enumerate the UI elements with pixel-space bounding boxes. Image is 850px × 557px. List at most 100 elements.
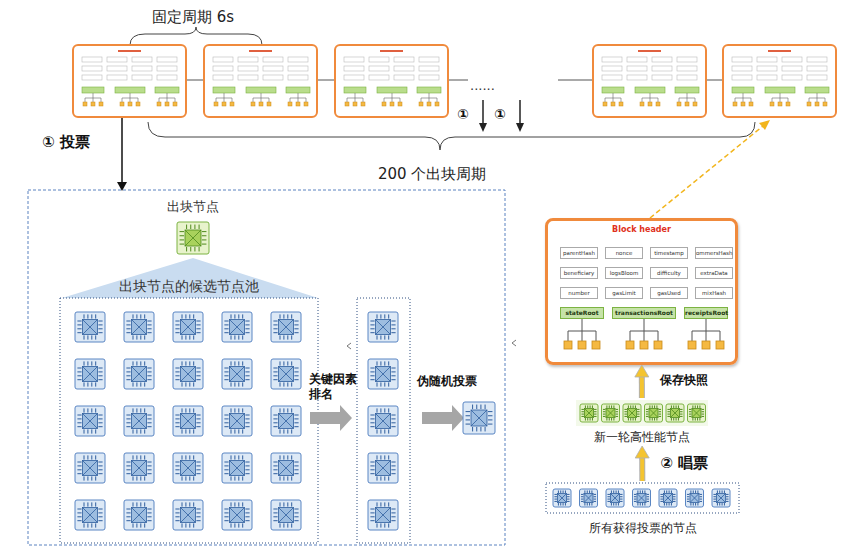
chip-cross [181,461,196,476]
chip-pin [234,314,235,318]
leaf-mark [578,341,586,349]
chip-pin [713,501,716,502]
chip-pin [594,499,597,500]
chip-pin [126,469,130,470]
chip-pin [391,520,395,521]
chip-pin [140,502,141,506]
block-field-mark [344,66,364,71]
chip-pin [126,418,130,419]
field-box: stateRoot [560,307,604,319]
chip-pin [189,408,190,412]
chip-cross [611,494,620,503]
chip-cross [664,494,673,503]
block-root-mark [417,87,441,93]
chip-icon [659,489,677,507]
arrow-shaft [640,375,644,398]
chip-pin [488,424,492,425]
chip-pin [616,414,619,415]
node-text: beneficiary [561,268,597,278]
block-frame [723,45,836,117]
chip-pin [678,405,679,408]
leaf-mark [128,102,132,106]
chip-pin [273,371,277,372]
node-text: difficulty [651,268,687,278]
chip-body [686,489,704,507]
block-field-mark [394,75,414,80]
dotted-pool-box [60,298,318,543]
block-field-mark [627,57,647,62]
block-frame [73,45,186,117]
chip-pin [234,335,235,339]
chip-pin [280,408,281,412]
chip-pin [291,523,292,527]
chip-pin [380,476,381,480]
chip-pin [294,321,298,322]
chip-pin [242,523,243,527]
chip-pin [291,314,292,318]
chip-pin [370,368,374,369]
chip-pin [660,494,663,495]
chip-pin [616,416,619,417]
chip-pin [194,225,195,229]
chip-icon [368,406,398,436]
chip-cross [585,409,594,418]
tree-line [175,98,176,102]
chip-core [606,409,615,418]
chip-pin [224,324,228,325]
leaf-mark [214,102,218,106]
chip-pin [224,520,228,521]
chip-pin [676,418,677,421]
chip-pin [616,409,619,410]
chip-pin [287,361,288,365]
chip-pin [673,501,676,502]
chip-pin [280,429,281,433]
chip-cross [628,409,637,418]
chip-pin [280,361,281,365]
chip-pin [224,368,228,369]
chip-pin [585,418,586,421]
chip-pin [594,494,597,495]
chip-pin [175,520,179,521]
field-box: receiptsRoot [684,307,728,319]
chip-pin [84,523,85,527]
chip-pin [370,426,374,427]
chip-pin [587,418,588,421]
block-field-mark [807,66,827,71]
chip-pin [126,422,130,423]
block-root-mark [635,87,665,93]
chip-pin [287,476,288,480]
chip-icon [222,312,252,342]
chip-pin [695,418,696,421]
chip-core [230,414,245,429]
chip-cross [649,409,658,418]
chip-pin [224,418,228,419]
chip-pin [231,382,232,386]
field-box: difficulty [650,267,688,279]
chip-pin [377,361,378,365]
chip-pin [391,371,395,372]
field-box: ommersHash [695,247,733,259]
chip-body [173,406,203,436]
chip-cross [279,320,294,335]
leaf-mark [390,102,394,106]
chip-pin [140,361,141,365]
chip-pin [713,496,716,497]
block-icon [204,45,317,117]
chip-pin [603,409,606,410]
chip-body [75,500,105,530]
chain-link [318,80,335,81]
block-field-mark [677,66,697,71]
chip-pin [283,382,284,386]
connector-arrow [635,365,649,398]
chip-pin [77,422,81,423]
chip-pin [391,415,395,416]
chip-pin [231,361,232,365]
chip-pin [196,426,200,427]
chip-pin [592,405,593,408]
chip-pin [126,465,130,466]
chip-core [692,409,701,418]
block-field-mark [602,57,622,62]
chip-pin [144,502,145,506]
chip-pin [584,503,585,506]
chip-pin [273,426,277,427]
